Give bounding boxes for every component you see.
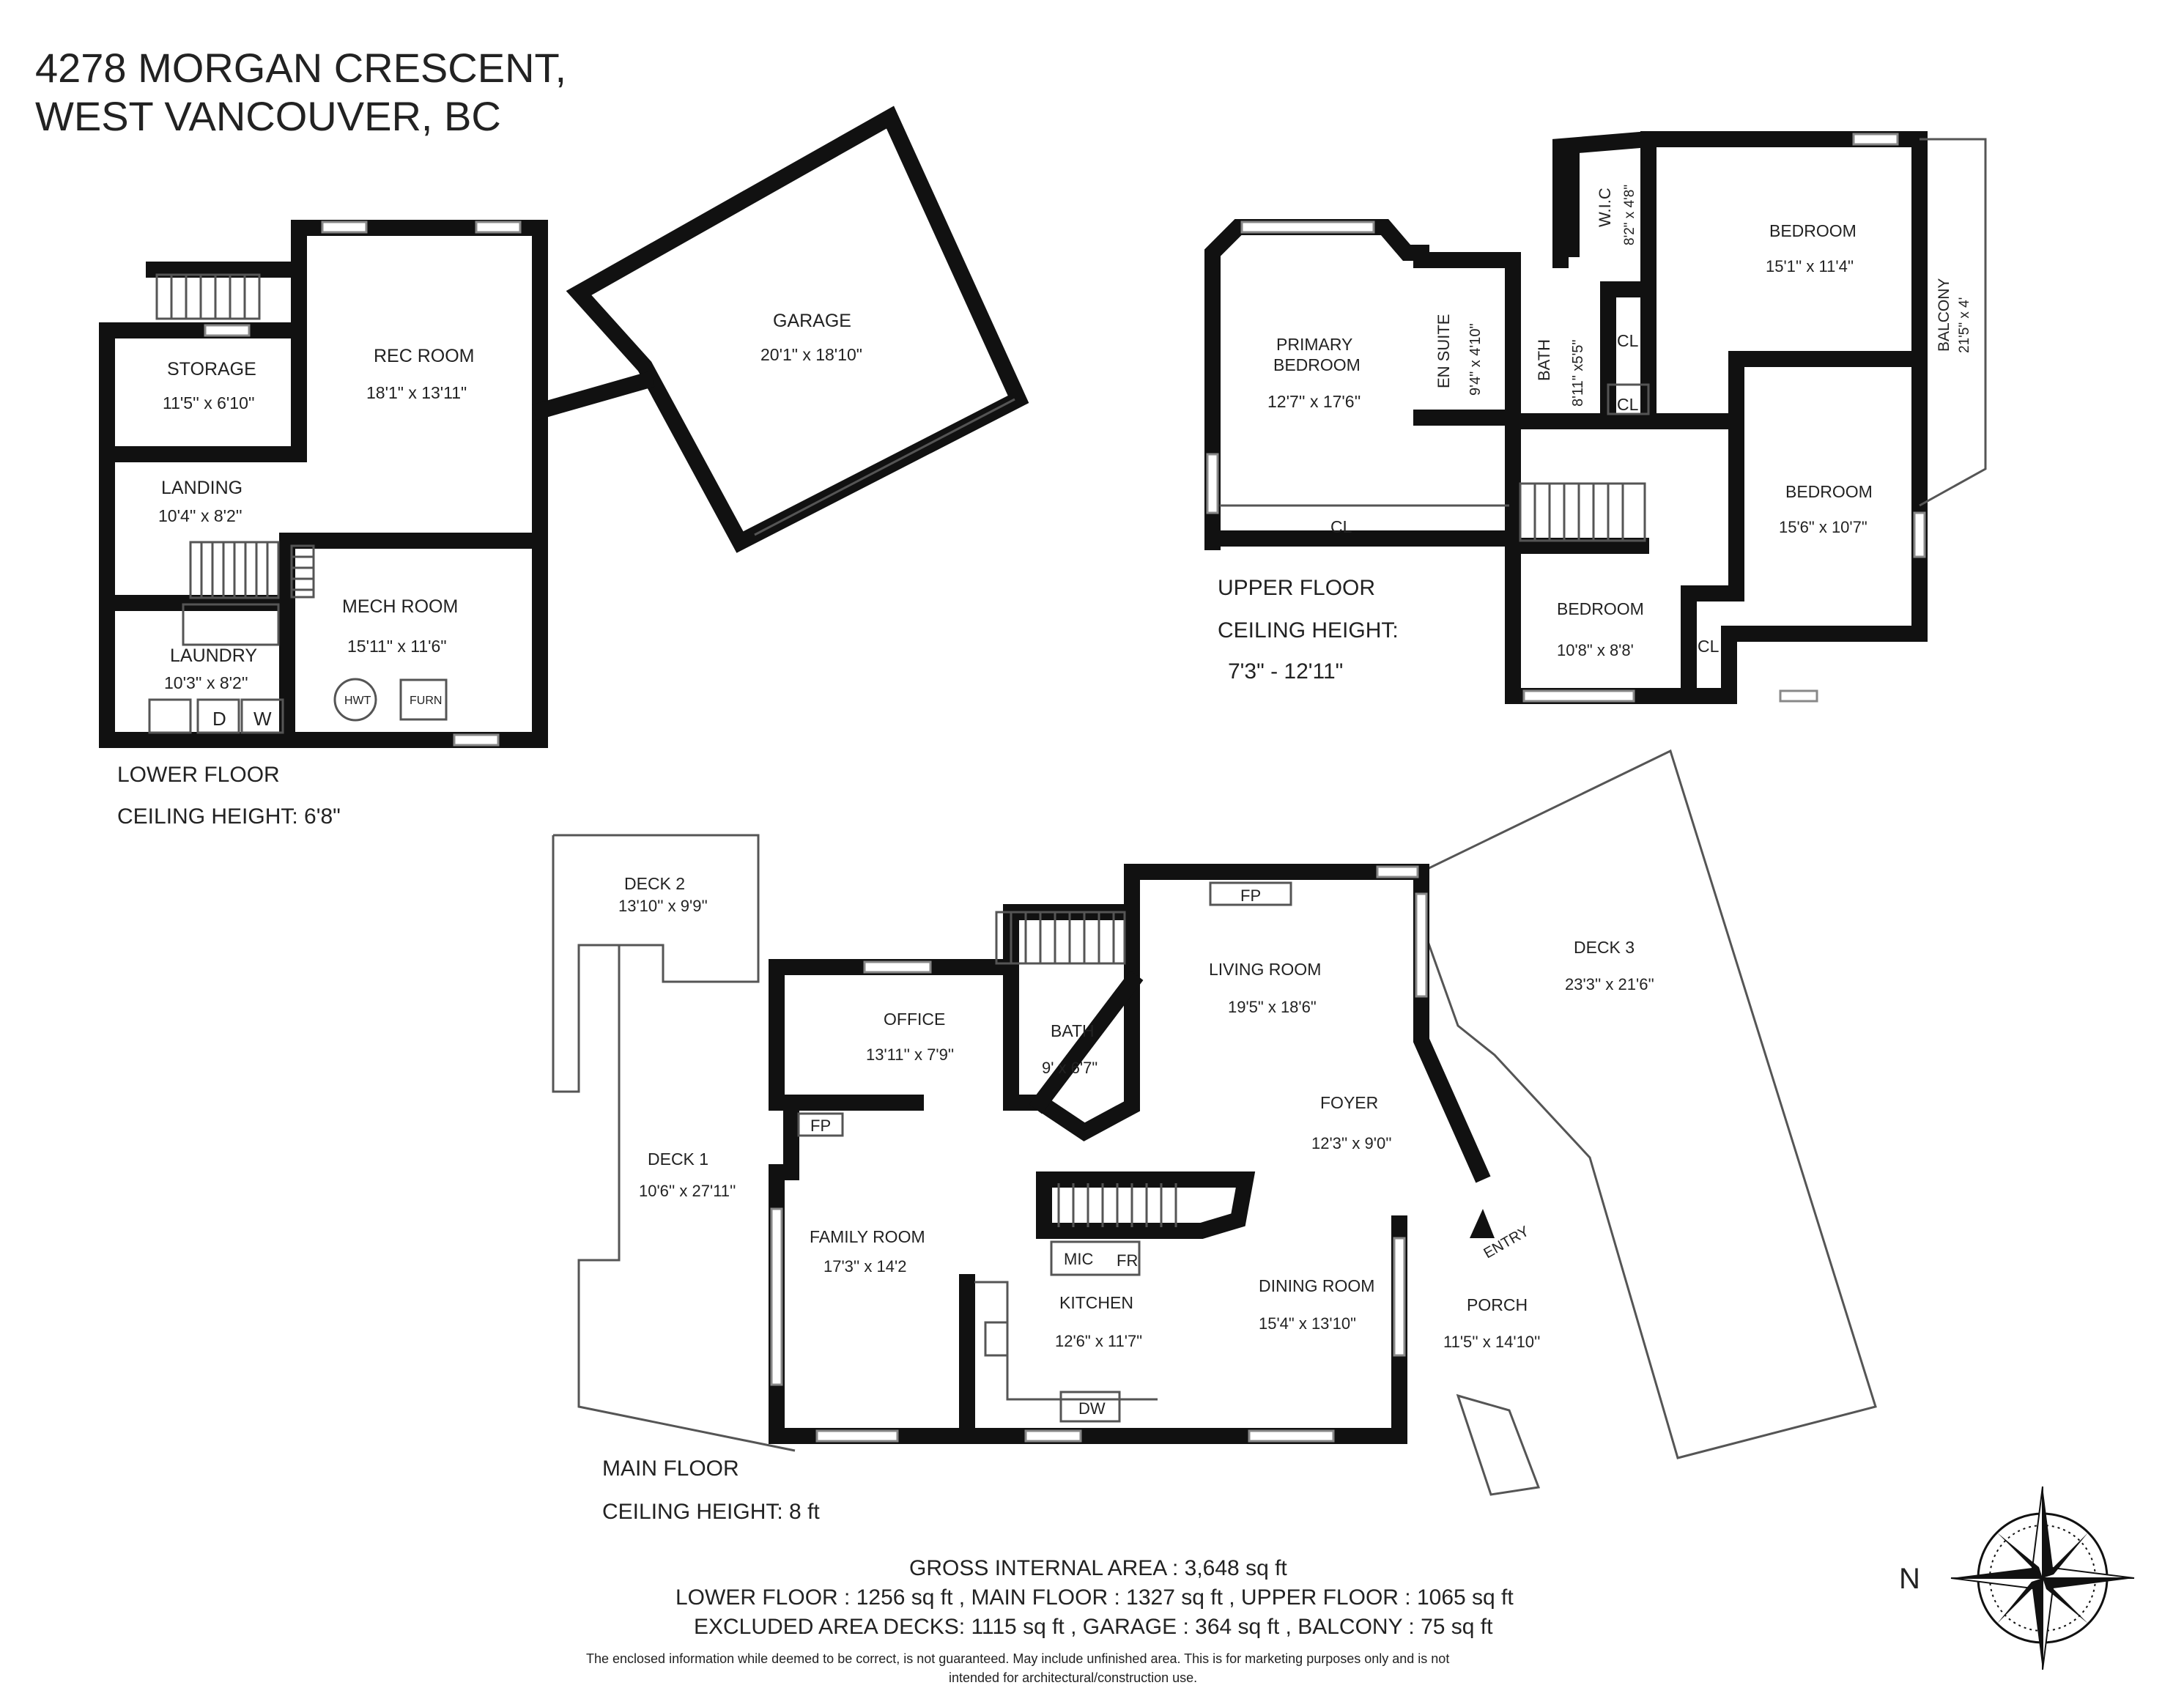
dining-room-name: DINING ROOM [1259,1276,1374,1295]
landing-name: LANDING [161,478,243,498]
mech-room-size: 15'11" x 11'6" [347,637,447,656]
floor-areas: LOWER FLOOR : 1256 sq ft , MAIN FLOOR : … [675,1585,1514,1610]
bedroom-ne-size: 15'1'' x 11'4'' [1766,257,1854,275]
balcony-size: 21'5" x 4' [1957,297,1972,353]
dryer-label: D [212,708,226,730]
landing-size: 10'4'' x 8'2'' [158,506,243,525]
storage-size: 11'5'' x 6'10'' [163,393,255,412]
ensuite-size: 9'4" x 4'10" [1467,323,1484,396]
bath-main-name: BATH [1051,1021,1095,1040]
excluded-areas: EXCLUDED AREA DECKS: 1115 sq ft , GARAGE… [694,1615,1493,1639]
deck2-size: 13'10'' x 9'9'' [618,897,708,915]
dining-room-size: 15'4" x 13'10" [1259,1314,1356,1333]
lower-floor-title: LOWER FLOOR [117,763,280,787]
office-name: OFFICE [884,1010,945,1029]
compass-rose-icon [1950,1486,2135,1670]
disclaimer-line-2: intended for architectural/construction … [949,1670,1197,1685]
upper-floor-title: UPPER FLOOR [1218,576,1375,600]
main-floor-plan: FP FP DECK 2 13'10'' x 9'9'' DECK 1 10'6… [552,749,1877,1524]
balcony-name: BALCONY [1936,278,1952,352]
bedroom-s-name: BEDROOM [1557,599,1644,618]
living-room-size: 19'5" x 18'6" [1228,998,1317,1016]
disclaimer-line-1: The enclosed information while deemed to… [586,1651,1449,1666]
bath-upper-name: BATH [1535,339,1553,381]
furn-label: FURN [410,695,442,707]
bedroom-e-size: 15'6" x 10'7" [1779,518,1867,536]
lower-floor-plan: D W HWT FURN GARAGE 20'1" x 18'10" REC R… [99,106,1029,829]
primary-bedroom-name1: PRIMARY [1276,335,1352,354]
lower-floor-ceiling: CEILING HEIGHT: 6'8" [117,804,341,829]
furnace-icon [399,678,448,721]
garage-size: 20'1" x 18'10" [760,345,862,364]
address-line-1: 4278 MORGAN CRESCENT, [35,45,566,91]
deck3-size: 23'3'' x 21'6'' [1565,975,1654,993]
family-room-size: 17'3'' x 14'2 [823,1257,906,1276]
hwt-label: HWT [344,695,371,707]
primary-bedroom-size: 12'7'' x 17'6'' [1267,392,1361,411]
storage-name: STORAGE [167,359,256,380]
address-line-2: WEST VANCOUVER, BC [35,93,501,139]
laundry-name: LAUNDRY [170,645,257,666]
bedroom-ne-name: BEDROOM [1769,221,1857,240]
bath-upper-size: 8'11" x5'5" [1570,339,1586,407]
main-floor-ceiling: CEILING HEIGHT: 8 ft [602,1500,820,1524]
family-room-name: FAMILY ROOM [810,1227,925,1246]
ensuite-name: EN SUITE [1435,314,1453,388]
office-size: 13'11'' x 7'9'' [866,1045,954,1064]
upper-floor-ceiling-range: 7'3" - 12'11" [1228,659,1343,684]
foyer-name: FOYER [1320,1093,1378,1112]
mic-label: MIC [1064,1250,1093,1268]
closet-c: CL [1698,637,1720,656]
entry-arrow-icon [1470,1209,1495,1238]
porch-name: PORCH [1467,1295,1528,1314]
bedroom-e-name: BEDROOM [1785,482,1873,501]
hwt-icon [333,678,377,722]
main-floor-title: MAIN FLOOR [602,1456,739,1481]
upper-floor-ceiling-label: CEILING HEIGHT: [1218,618,1399,643]
fr-label: FR [1117,1251,1138,1270]
bedroom-s-size: 10'8" x 8'8' [1557,641,1634,659]
garage-name: GARAGE [773,311,851,331]
deck1-size: 10'6'' x 27'11'' [639,1182,736,1200]
kitchen-size: 12'6" x 11'7" [1055,1332,1142,1350]
closet-a: CL [1617,331,1639,350]
wic-name: W.I.C [1596,188,1614,227]
deck2-name: DECK 2 [624,874,685,893]
gross-area: GROSS INTERNAL AREA : 3,648 sq ft [909,1556,1287,1580]
primary-closet: CL [1330,517,1352,536]
laundry-size: 10'3'' x 8'2'' [164,673,248,692]
kitchen-name: KITCHEN [1059,1293,1133,1312]
deck3-name: DECK 3 [1574,938,1635,957]
upper-floor-plan: PRIMARY BEDROOM 12'7'' x 17'6'' CL EN SU… [1204,131,1987,704]
porch-size: 11'5'' x 14'10'' [1443,1333,1540,1351]
living-fp: FP [1240,886,1261,905]
wic-size: 8'2" x 4'8" [1622,185,1637,245]
dw-label: DW [1078,1399,1106,1418]
family-fp: FP [810,1117,831,1135]
north-label: N [1899,1563,1920,1595]
rec-room-name: REC ROOM [374,346,475,366]
living-room-name: LIVING ROOM [1209,960,1321,979]
deck1-name: DECK 1 [648,1150,708,1169]
mech-room-name: MECH ROOM [342,596,458,617]
closet-b: CL [1617,395,1639,414]
primary-bedroom-name2: BEDROOM [1273,355,1361,374]
foyer-size: 12'3'' x 9'0'' [1311,1134,1392,1152]
rec-room-size: 18'1" x 13'11" [366,383,467,402]
washer-label: W [253,708,272,730]
bath-main-size: 9' x 6'7" [1042,1059,1097,1077]
